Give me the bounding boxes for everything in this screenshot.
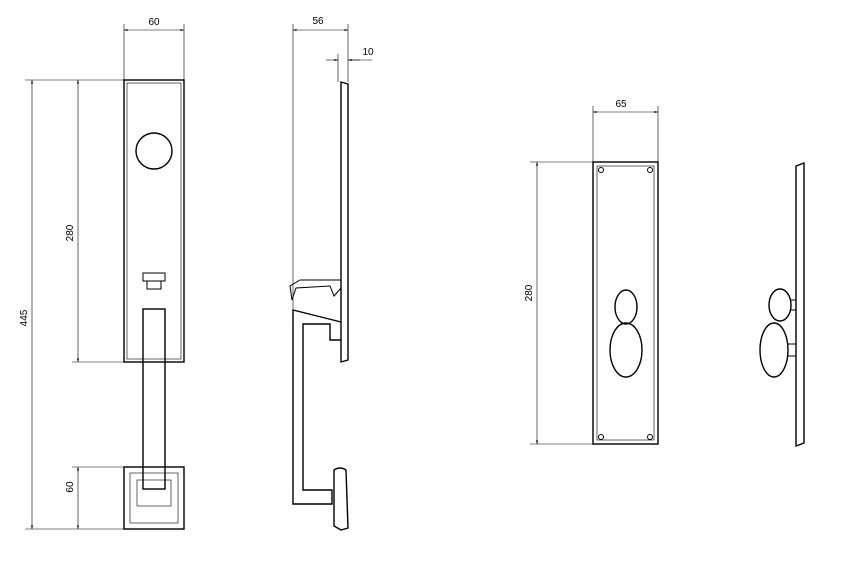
plate-inner: [596, 165, 655, 441]
dim-side-thickness: 10: [362, 47, 374, 58]
side-plate: [340, 81, 349, 363]
front-plate-outline: [123, 79, 185, 363]
screw-bottom-left: [598, 434, 604, 440]
front-view: 60 445 280 60: [19, 17, 185, 530]
dim-plate-width: 65: [615, 99, 627, 110]
plate-small-knob: [614, 289, 638, 325]
front-plate-inner: [126, 82, 182, 360]
dim-front-total: 445: [19, 309, 30, 326]
side-view: 56 10: [289, 16, 374, 531]
side-small-knob: [768, 288, 792, 322]
dim-front-plate: 280: [65, 224, 76, 241]
plate-front-view: 65 280: [524, 99, 659, 445]
thumb-latch: [142, 272, 166, 282]
bottom-base-outline: [123, 466, 185, 530]
plate-large-knob: [609, 322, 643, 378]
thumb-latch-base: [146, 280, 162, 290]
plate-side-profile: [795, 161, 805, 448]
side-large-knob: [759, 322, 789, 378]
dim-front-width: 60: [148, 17, 160, 28]
bottom-base-inner: [129, 472, 179, 524]
plate-outline: [592, 161, 659, 445]
dim-front-base: 60: [65, 481, 76, 493]
screw-top-left: [598, 167, 604, 173]
side-large-knob-neck: [787, 343, 797, 357]
side-thumb-lever: [289, 279, 342, 301]
grip-bar: [142, 308, 166, 490]
plate-side-view: [759, 161, 805, 448]
side-base: [333, 467, 349, 531]
dim-side-depth: 56: [312, 16, 324, 27]
cylinder-circle: [135, 132, 173, 170]
screw-top-right: [647, 167, 653, 173]
side-grip: [292, 309, 342, 505]
bottom-base-socket: [136, 479, 172, 507]
screw-bottom-right: [647, 434, 653, 440]
dim-plate-height: 280: [524, 284, 535, 301]
